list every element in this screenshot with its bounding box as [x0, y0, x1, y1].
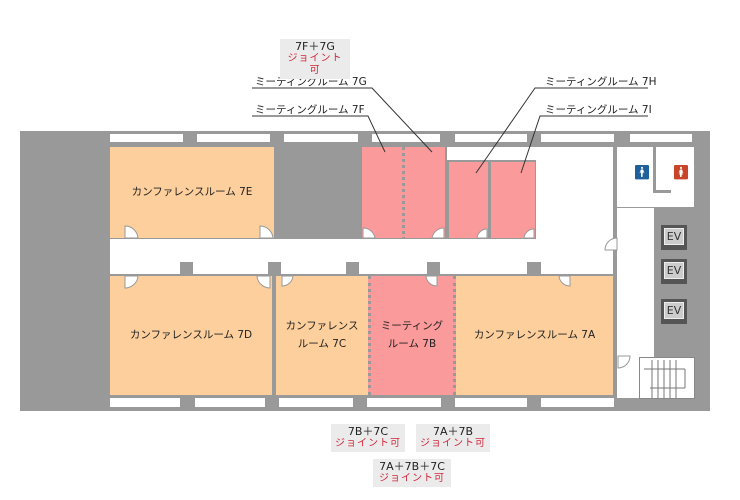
corridor: [110, 239, 613, 262]
window: [195, 398, 265, 407]
meeting-room-7h[interactable]: [449, 162, 488, 238]
label-meeting-room-7f: ミーティングルーム 7F: [255, 104, 365, 116]
window: [110, 398, 180, 407]
room-label: ルーム 7B: [387, 337, 437, 350]
window: [455, 134, 527, 142]
window: [284, 134, 358, 142]
open-area: [536, 147, 613, 247]
window: [279, 398, 353, 407]
corridor: [193, 262, 268, 274]
corridor: [359, 262, 427, 274]
wall: [653, 147, 656, 192]
room-label: カンファレンスルーム 7D: [129, 328, 253, 341]
conference-room-7a[interactable]: カンファレンスルーム 7A: [456, 276, 613, 395]
room-label: カンファレンスルーム 7A: [473, 328, 596, 341]
label-meeting-room-7i: ミーティングルーム 7I: [545, 104, 652, 116]
corridor: [440, 262, 527, 274]
label-meeting-room-7h: ミーティングルーム 7H: [545, 76, 657, 88]
window: [541, 398, 614, 407]
room-label: カンファレンスルーム 7E: [131, 185, 253, 198]
corridor: [541, 262, 613, 274]
elevator: EV: [661, 299, 687, 324]
window: [630, 134, 692, 142]
conference-room-7d[interactable]: カンファレンスルーム 7D: [110, 276, 272, 395]
elevator: EV: [661, 259, 687, 284]
elevator: EV: [661, 225, 687, 250]
meeting-room-7f-7g[interactable]: [362, 147, 445, 238]
window: [372, 134, 440, 142]
room-label: ルーム 7C: [297, 337, 347, 350]
window: [110, 134, 183, 142]
room-label: ミーティング: [380, 319, 444, 332]
conference-room-7e[interactable]: カンファレンスルーム 7E: [110, 147, 274, 238]
conference-room-7c[interactable]: カンファレンスルーム 7C: [276, 276, 368, 395]
wall: [653, 190, 671, 193]
window: [367, 398, 441, 407]
meeting-room-7i[interactable]: [491, 162, 535, 238]
corridor: [110, 262, 180, 274]
window: [541, 134, 614, 142]
window: [455, 398, 527, 407]
window: [197, 134, 270, 142]
stairs-icon: [639, 357, 695, 399]
female-restroom-icon: 🚺︎: [672, 165, 690, 181]
corridor: [281, 262, 346, 274]
room-label: カンファレンス: [285, 319, 359, 332]
leader-lines: [252, 87, 648, 174]
male-restroom-icon: 🚹︎: [633, 165, 651, 181]
meeting-room-7b[interactable]: ミーティングルーム 7B: [368, 276, 456, 395]
label-meeting-room-7g: ミーティングルーム 7G: [255, 76, 367, 88]
